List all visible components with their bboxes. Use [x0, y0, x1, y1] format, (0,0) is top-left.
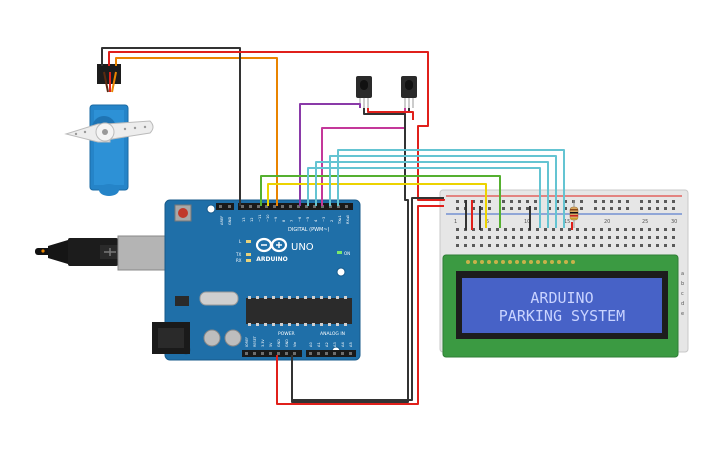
digital-pin-labels: AREF GND 13 12 ~11 ~10 ~9 8 7 ~6 ~5 4 ~3…	[220, 214, 350, 225]
digital-header	[216, 203, 353, 210]
svg-text:RESET: RESET	[253, 335, 257, 347]
svg-text:25: 25	[642, 219, 648, 225]
wire-ir-vcc	[367, 108, 414, 120]
svg-text:A3: A3	[333, 342, 337, 347]
analog-section-label: ANALOG IN	[320, 331, 345, 337]
svg-text:GND: GND	[285, 339, 289, 347]
wire-ir1-signal	[299, 103, 361, 206]
wire-lcd-green	[260, 175, 501, 228]
svg-text:~9: ~9	[274, 216, 278, 222]
wire-lcd-cyan-4	[337, 149, 565, 228]
wire-lcd-cyan-1	[307, 167, 541, 228]
wires	[101, 47, 573, 405]
svg-text:7: 7	[290, 220, 294, 222]
wire-servo-signal	[115, 57, 278, 206]
servo-motor	[64, 64, 154, 196]
svg-text:e: e	[681, 311, 684, 317]
led-on-label: ON	[344, 251, 350, 256]
servo-horn[interactable]	[64, 120, 154, 143]
svg-text:13: 13	[242, 217, 246, 222]
wire-lcd-cyan-2	[315, 161, 549, 228]
svg-text:5V: 5V	[269, 342, 273, 347]
svg-text:~5: ~5	[306, 217, 310, 222]
breadboard-column-numbers: 1 5 10 15 20 25 30	[454, 219, 677, 225]
svg-text:5: 5	[486, 219, 489, 225]
svg-text:RX◂0: RX◂0	[346, 214, 350, 224]
led-rx-label: RX	[236, 258, 242, 263]
svg-text:A5: A5	[349, 342, 353, 347]
lcd-display: ARDUINO PARKING SYSTEM	[442, 254, 679, 358]
svg-text:AREF: AREF	[220, 216, 224, 225]
wire-lcd-cyan-3	[329, 155, 557, 228]
svg-text:8: 8	[282, 219, 286, 222]
svg-text:3.3V: 3.3V	[261, 339, 265, 347]
arduino-board: L TX RX ON ARDUINO UNO AREF GND	[35, 199, 361, 361]
atmega-chip	[246, 298, 352, 324]
wire-5v	[276, 205, 444, 405]
svg-text:GND: GND	[277, 339, 281, 347]
svg-text:~3: ~3	[322, 217, 326, 222]
svg-text:A2: A2	[325, 342, 329, 347]
svg-text:a: a	[681, 271, 684, 277]
analog-pin-labels: A0 A1 A2 A3 A4 A5	[309, 342, 353, 347]
reset-button[interactable]	[174, 204, 192, 222]
power-pin-labels: IOREF RESET 3.3V 5V GND GND Vin	[245, 335, 297, 347]
wire-servo-gnd	[101, 47, 241, 206]
svg-text:20: 20	[604, 219, 610, 225]
svg-text:A0: A0	[309, 342, 313, 347]
svg-text:15: 15	[564, 219, 570, 225]
svg-text:12: 12	[250, 217, 254, 222]
svg-text:1: 1	[454, 219, 457, 225]
power-section-label: POWER	[278, 331, 295, 337]
lcd-screen	[462, 278, 662, 333]
led-l-label: L	[239, 239, 242, 244]
lcd-header-pins	[466, 260, 575, 264]
svg-text:10: 10	[524, 219, 530, 225]
svg-text:c: c	[681, 291, 684, 297]
svg-text:d: d	[681, 301, 684, 307]
svg-text:30: 30	[671, 219, 677, 225]
svg-text:b: b	[681, 281, 684, 287]
lcd-line-1: ARDUINO	[530, 289, 593, 307]
svg-text:GND: GND	[228, 217, 232, 225]
breadboard-row-letters: a b c d e	[681, 271, 684, 317]
resistor[interactable]	[569, 200, 579, 228]
board-brand: ARDUINO	[256, 256, 287, 263]
svg-text:IOREF: IOREF	[245, 337, 249, 347]
svg-text:~6: ~6	[298, 216, 302, 222]
power-analog-header	[242, 350, 356, 357]
wire-ir-gnd	[291, 108, 409, 403]
svg-text:A1: A1	[317, 342, 321, 347]
digital-section-label: DIGITAL (PWM~)	[288, 227, 330, 233]
breadboard-terminal-holes	[456, 228, 675, 247]
svg-text:Vin: Vin	[293, 342, 297, 347]
svg-text:2: 2	[330, 220, 334, 222]
led-tx-label: TX	[235, 252, 241, 257]
wire-gnd-rail	[292, 197, 444, 401]
board-model: UNO	[291, 242, 314, 253]
svg-text:TX▸1: TX▸1	[338, 215, 342, 225]
lcd-line-2: PARKING SYSTEM	[499, 307, 625, 325]
svg-text:~10: ~10	[266, 214, 270, 222]
svg-text:A4: A4	[341, 342, 345, 347]
ir-sensor-2	[401, 76, 417, 108]
wire-lcd-yellow	[267, 183, 487, 228]
arduino-logo-icon	[255, 237, 288, 253]
usb-cable	[35, 235, 169, 271]
svg-text:~11: ~11	[258, 214, 262, 222]
svg-text:4: 4	[314, 219, 318, 222]
wire-servo-power	[108, 51, 445, 201]
